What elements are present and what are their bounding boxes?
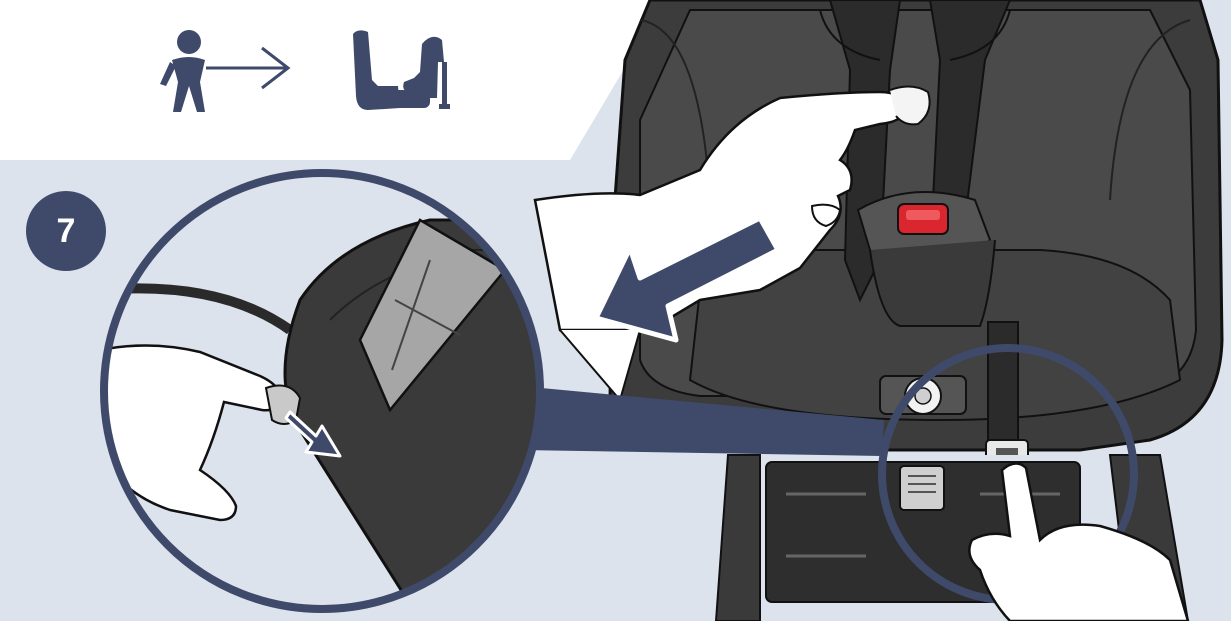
arrow-right-icon: [206, 48, 288, 88]
step-number-badge: 7: [26, 191, 106, 271]
car-seat-icon: [353, 30, 450, 110]
harness-buckle-button: [898, 204, 948, 234]
child-standing-icon: [160, 30, 205, 112]
